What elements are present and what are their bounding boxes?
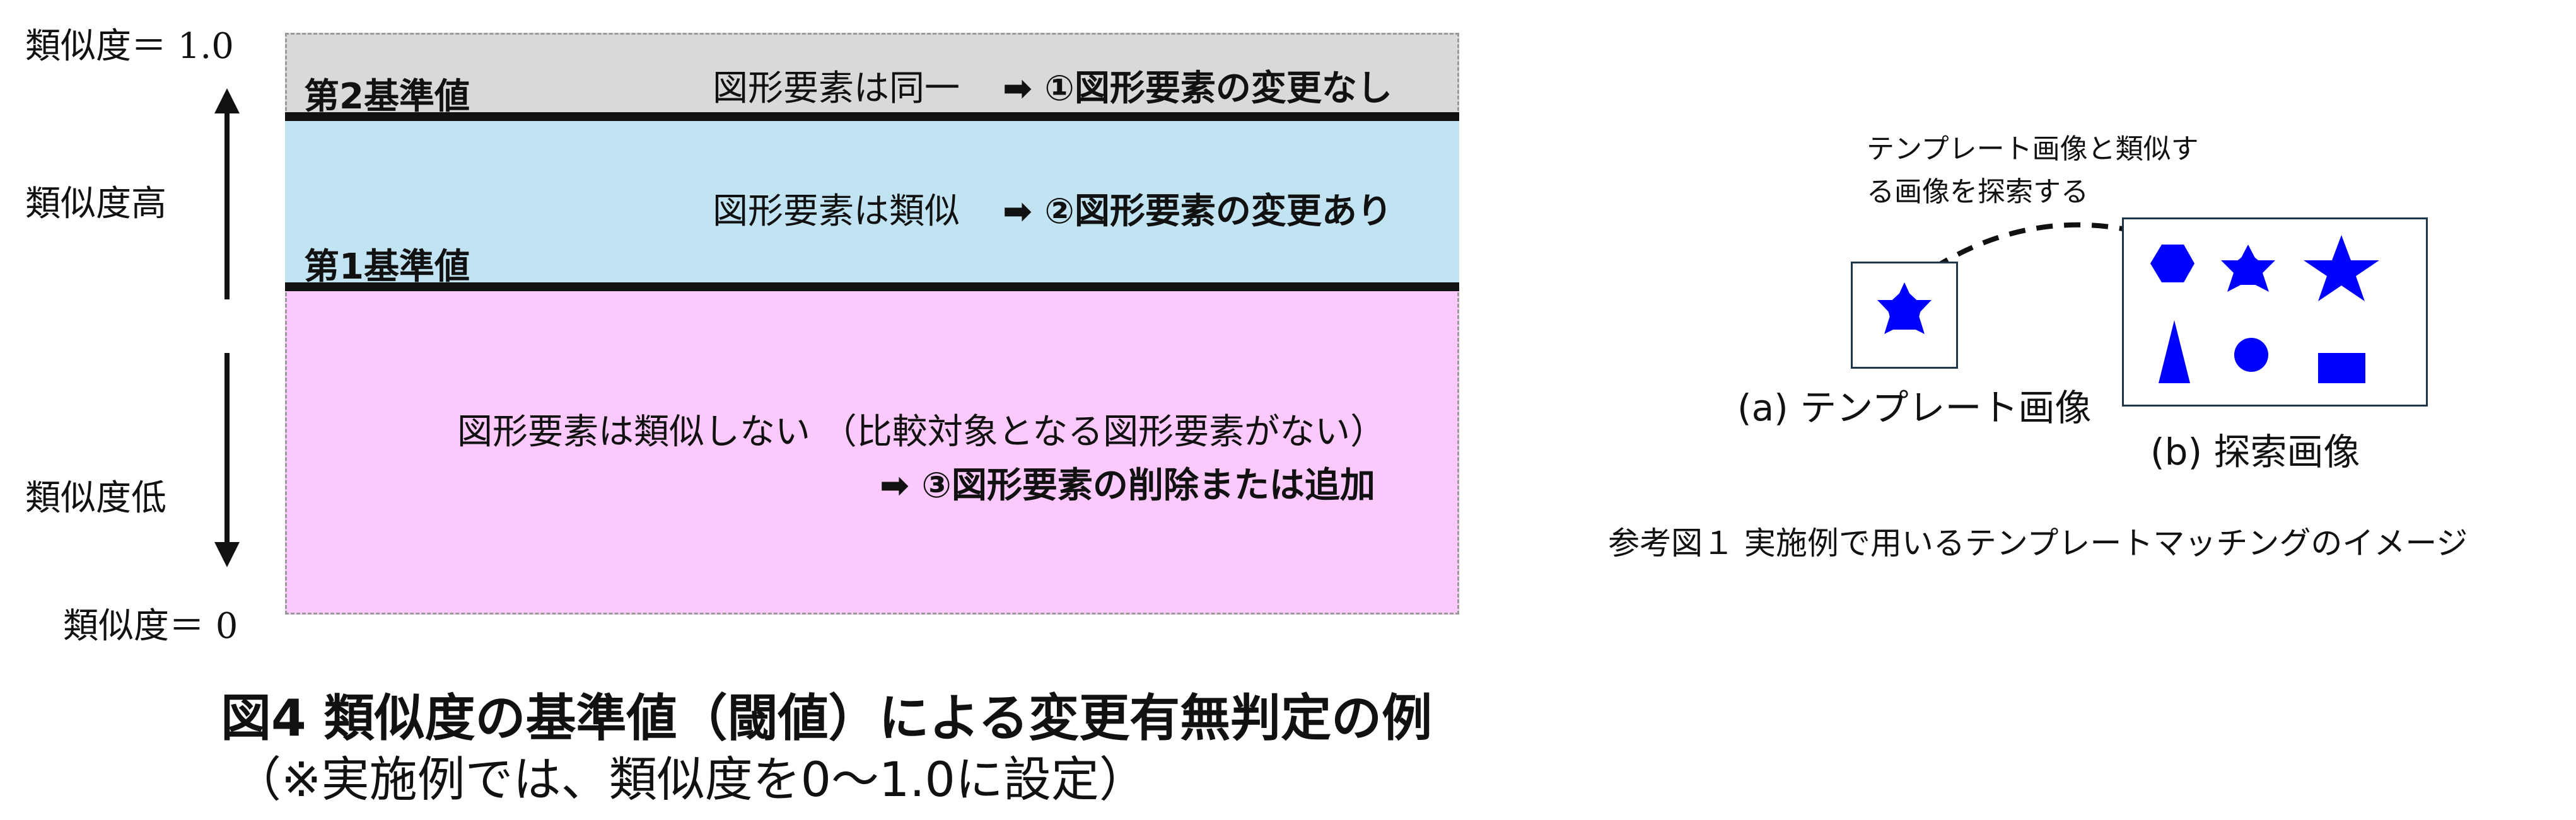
reference-figure-caption: 参考図１ 実施例で用いるテンプレートマッチングのイメージ (1608, 525, 2468, 562)
hexagon-icon (2150, 245, 2194, 282)
y-high-label: 類似度高 (25, 183, 166, 224)
band-similar (285, 117, 1459, 287)
threshold2-label: 第2基準値 (304, 76, 470, 117)
band-similar-result: ➡ ②図形要素の変更あり (1003, 191, 1392, 232)
threshold1-label: 第1基準値 (304, 246, 470, 287)
figure4-caption-note: （※実施例では、類似度を0～1.0に設定） (233, 751, 1147, 807)
triangle-icon (2159, 320, 2190, 383)
arrow-up-icon (214, 88, 240, 113)
band-identical-result: ➡ ①図形要素の変更なし (1003, 68, 1392, 109)
band-identical-condition: 図形要素は同一 (713, 68, 960, 109)
threshold-line-2 (285, 112, 1459, 121)
template-image-frame (1851, 262, 1958, 369)
band-similar-condition: 図形要素は類似 (713, 191, 960, 232)
band-dissimilar-result: ➡ ③図形要素の削除または追加 (880, 465, 1375, 506)
search-note-line1: テンプレート画像と類似す (1867, 133, 2199, 165)
search-image-frame (2122, 217, 2428, 407)
similarity-axis-arrows (214, 88, 240, 567)
star-icon (2304, 235, 2379, 301)
rectangle-icon (2318, 353, 2365, 383)
search-note-line2: る画像を探索する (1867, 176, 2089, 208)
band-identical (285, 33, 1459, 117)
circle-icon (2234, 338, 2268, 372)
y-bottom-label: 類似度＝ 0 (63, 606, 238, 647)
search-shapes (2150, 235, 2379, 383)
template-label: (a) テンプレート画像 (1737, 386, 2092, 429)
search-label: (b) 探索画像 (2150, 430, 2360, 473)
arrow-down-icon (214, 542, 240, 567)
band-dissimilar-condition: 図形要素は類似しない （比較対象となる図形要素がない） (457, 412, 1386, 453)
figure4-caption: 図4 類似度の基準値（閾値）による変更有無判定の例 (221, 689, 1433, 748)
threshold-line-1 (285, 282, 1459, 291)
template-star-icon (1877, 282, 1932, 334)
y-top-label: 類似度＝ 1.0 (25, 26, 234, 67)
band-dissimilar (285, 287, 1459, 615)
y-low-label: 類似度低 (25, 478, 166, 519)
